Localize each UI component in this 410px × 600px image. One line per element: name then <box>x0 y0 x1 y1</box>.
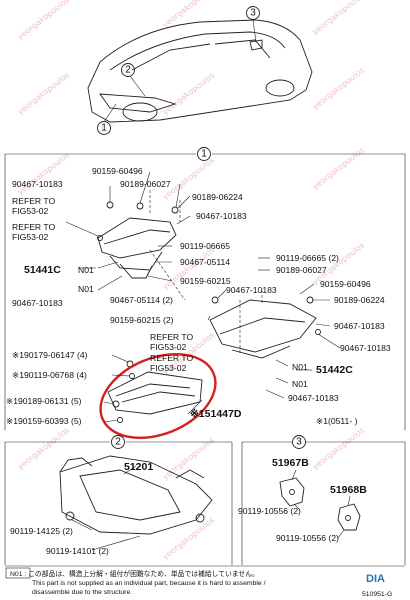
labels-section-1: 90159-60496 90467-10183 90189-06027 9018… <box>6 166 391 426</box>
part-label: 90467-10183 <box>340 343 391 353</box>
watermark: yeorgakopoulos <box>311 66 366 112</box>
watermark: yeorgakopoulos <box>161 0 216 30</box>
watermark: yeorgakopoulos <box>311 146 366 192</box>
watermark: yeorgakopoulos <box>311 426 366 472</box>
part-label: 90467-10183 <box>226 285 277 295</box>
refer-label: REFER TO <box>12 196 55 206</box>
svg-text:2: 2 <box>115 437 121 448</box>
part-label: 90159-60496 <box>320 279 371 289</box>
part-label: 90467-05114 (2) <box>110 295 173 305</box>
watermark: yeorgakopoulos <box>161 436 216 482</box>
part-label: 90189-06224 <box>334 295 385 305</box>
part-label: 90119-10556 (2) <box>276 533 339 543</box>
part-label-main: 51441C <box>24 264 61 276</box>
part-label-main: 51201 <box>124 461 153 473</box>
part-label: 90467-05114 <box>180 257 230 267</box>
section-1-frame: 1 <box>4 147 406 430</box>
part-label: 90467-10183 <box>196 211 247 221</box>
svg-text:1: 1 <box>201 149 207 160</box>
refer-label: FIG53-02 <box>12 206 49 216</box>
part-label-main: 51442C <box>316 364 353 376</box>
part-label: 90159-60496 <box>92 166 143 176</box>
figure-id: 510951-G <box>362 591 392 598</box>
watermark: yeorgakopoulos <box>16 71 71 117</box>
left-engine-undercover <box>97 201 179 279</box>
n01-label: N01 <box>78 265 94 275</box>
car-front-undercover <box>99 93 177 113</box>
part-label: ※190189-06131 (5) <box>6 396 82 406</box>
part-label: 90119-14125 (2) <box>10 526 73 536</box>
watermark: yeorgakopoulos <box>16 426 71 472</box>
watermark: yeorgakopoulos <box>16 0 71 42</box>
section-2-frame: 2 <box>4 435 233 565</box>
refer-label: FIG53-02 <box>12 232 49 242</box>
part-label: ※190179-06147 (4) <box>12 350 88 360</box>
part-label: 90159-60215 <box>180 276 231 286</box>
right-engine-undercover <box>209 296 321 359</box>
part-label: 90189-06224 <box>192 192 243 202</box>
part-label: 90119-06665 <box>180 241 230 251</box>
part-label: ※190159-60393 (5) <box>6 416 82 426</box>
note-line-2: This part is not supplied as an individu… <box>32 580 266 587</box>
revision-note: ※1(0511- ) <box>316 416 358 426</box>
part-label: 90119-14101 (2) <box>46 546 109 556</box>
refer-label: REFER TO <box>150 353 193 363</box>
highlight-ellipse <box>99 353 217 439</box>
part-label: 90467-10183 <box>12 298 63 308</box>
part-label: ※190119-06768 (4) <box>12 370 87 380</box>
part-label: 90119-06665 (2) <box>276 253 339 263</box>
part-label: 90159-60215 (2) <box>110 315 174 325</box>
note-line-1: N01 : この部品は、構造上分解・組付が困難なため、単品では補給していません。 <box>10 569 259 578</box>
svg-text:3: 3 <box>296 437 302 448</box>
dia-logo: DIA <box>366 573 385 585</box>
part-label: 90467-10183 <box>334 321 385 331</box>
watermark: yeorgakopoulos <box>16 151 71 197</box>
bracket-51968b <box>337 495 361 539</box>
callout-2-top: 2 <box>121 63 135 77</box>
leaders-section-1 <box>65 171 341 423</box>
n01-label: N01 <box>292 379 308 389</box>
part-label: 90189-06027 <box>120 179 171 189</box>
part-label: 90467-10183 <box>12 179 63 189</box>
svg-text:3: 3 <box>250 8 256 19</box>
refer-label: FIG53-02 <box>150 363 187 373</box>
svg-text:1: 1 <box>101 123 107 134</box>
callout-3-top: 3 <box>246 6 260 20</box>
part-label-main: 51967B <box>272 457 309 469</box>
watermark: yeorgakopoulos <box>311 0 366 37</box>
bracket-51967b <box>279 469 305 511</box>
refer-label: REFER TO <box>150 332 193 342</box>
labels-section-2-3: 51201 51967B 51968B 90119-14125 (2) 9011… <box>10 457 367 556</box>
front-suspension-crossmember <box>59 455 213 551</box>
dashed-references <box>149 190 263 355</box>
car-overview <box>87 19 313 123</box>
watermark: yeorgakopoulos <box>161 71 216 117</box>
refer-label: REFER TO <box>12 222 55 232</box>
n01-label: N01 <box>292 362 308 372</box>
callout-1-top: 1 <box>97 121 111 135</box>
svg-text:2: 2 <box>125 65 131 76</box>
n01-label: N01 <box>78 284 94 294</box>
part-label: 90119-10556 (2) <box>238 506 301 516</box>
note-line-3: disassemble due to the structure. <box>32 589 132 596</box>
footer-note: N01 : この部品は、構造上分解・組付が困難なため、単品では補給していません。… <box>5 565 405 598</box>
part-label: 90467-10183 <box>288 393 339 403</box>
part-label-main: ※151447D <box>190 408 242 420</box>
part-label: 90189-06027 <box>276 265 327 275</box>
refer-label: FIG53-02 <box>150 342 187 352</box>
section-3-frame: 3 <box>241 435 406 565</box>
part-label-main: 51968B <box>330 484 367 496</box>
